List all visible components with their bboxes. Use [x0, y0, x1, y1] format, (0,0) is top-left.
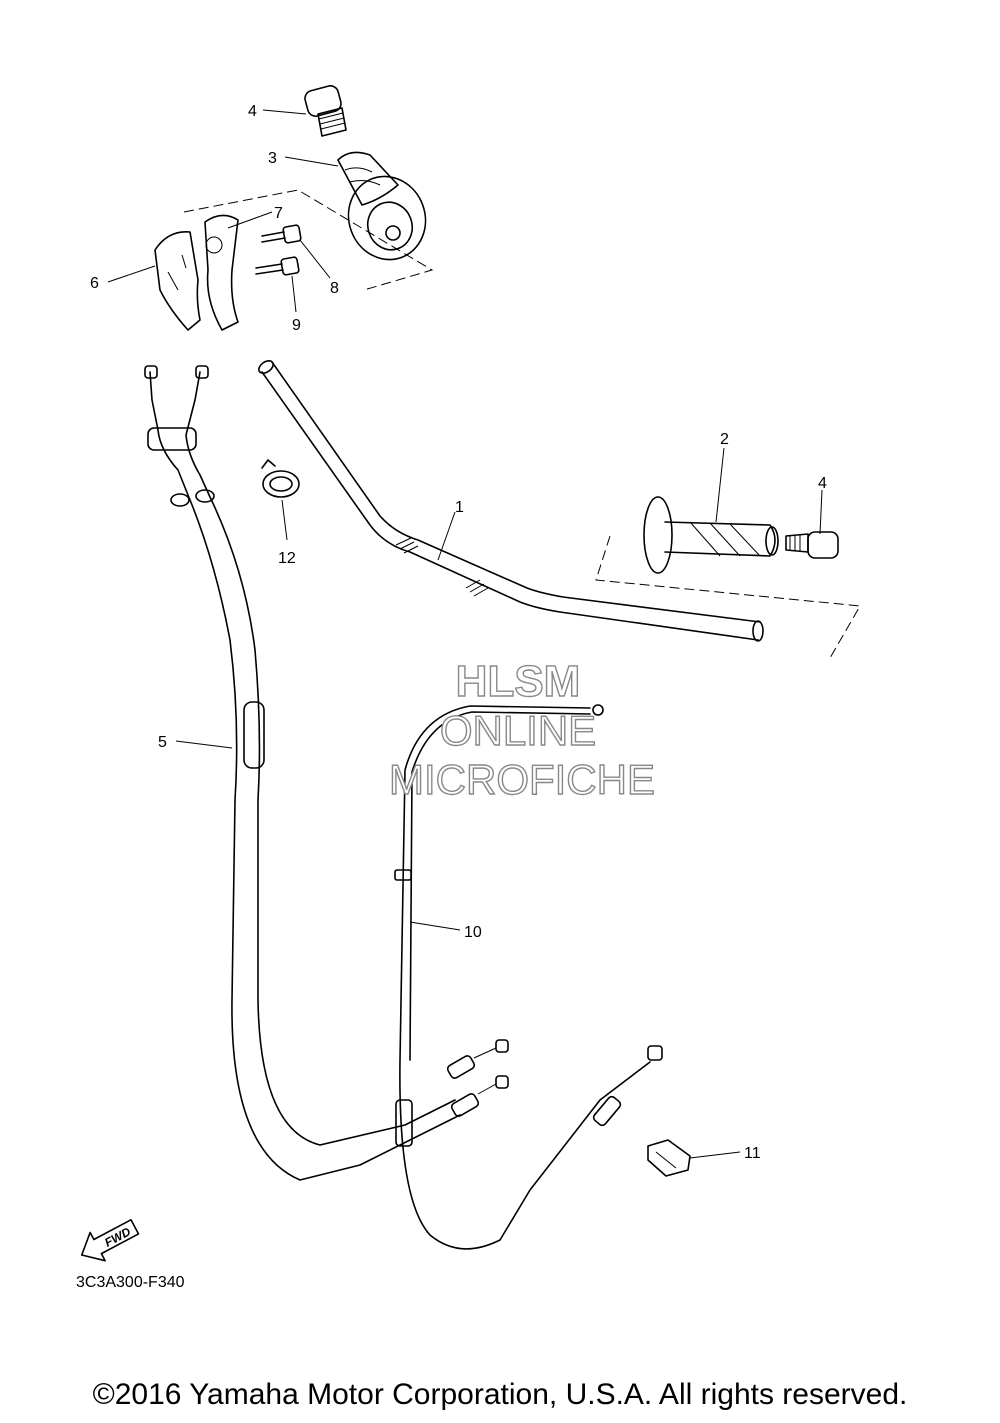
- leader-lines: [107, 109, 823, 1159]
- handlebar[interactable]: [257, 358, 764, 642]
- callout-5: 5: [158, 734, 167, 751]
- watermark-line-1: HLSM: [456, 657, 581, 706]
- diagram-code: 3C3A300-F340: [76, 1274, 185, 1291]
- callout-11: 11: [744, 1145, 761, 1162]
- screw-8[interactable]: [261, 224, 302, 244]
- watermark-line-2: ONLINE: [440, 707, 596, 754]
- callout-10: 10: [464, 924, 482, 941]
- fwd-label: FWD: [102, 1224, 133, 1249]
- callout-6: 6: [90, 275, 99, 292]
- callout-7: 7: [274, 205, 283, 222]
- copyright-notice: ©2016 Yamaha Motor Corporation, U.S.A. A…: [92, 1378, 908, 1411]
- callout-12: 12: [278, 550, 296, 567]
- grip-end-right[interactable]: [785, 531, 839, 559]
- callout-3: 3: [268, 150, 277, 167]
- fwd-arrow-icon: FWD: [80, 1218, 140, 1262]
- grip-end-left[interactable]: [303, 84, 347, 137]
- callout-2: 2: [720, 431, 729, 448]
- assembly-outline-left: [183, 189, 434, 291]
- callout-4-right: 4: [818, 475, 827, 492]
- watermark-line-3: MICROFICHE: [389, 756, 655, 803]
- callout-4-left: 4: [248, 103, 257, 120]
- right-grip[interactable]: [643, 496, 779, 574]
- assembly-outline-right: [595, 535, 861, 659]
- callout-9: 9: [292, 317, 301, 334]
- switch-housing[interactable]: [154, 214, 239, 331]
- cable-clamp-12[interactable]: [261, 459, 300, 498]
- callout-8: 8: [330, 280, 339, 297]
- throttle-cable[interactable]: [144, 365, 461, 1181]
- callout-1: 1: [455, 499, 464, 516]
- cable-adjusters[interactable]: [446, 1039, 509, 1118]
- choke-cable[interactable]: [394, 704, 663, 1250]
- cable-clamp-11[interactable]: [647, 1139, 691, 1177]
- throttle-grip[interactable]: [337, 151, 437, 270]
- screw-9[interactable]: [255, 256, 300, 276]
